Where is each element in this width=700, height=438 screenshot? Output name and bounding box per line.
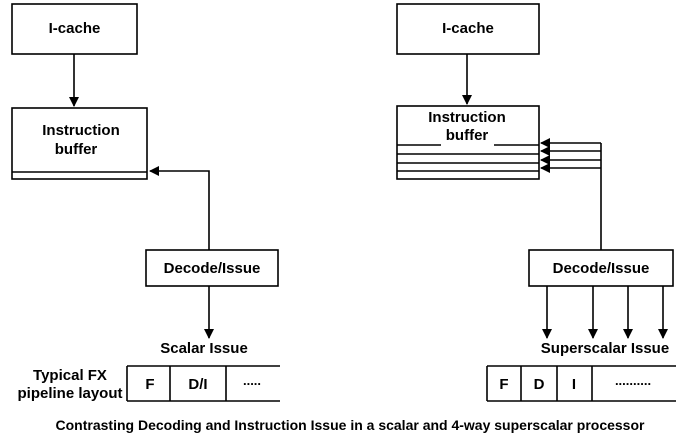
right-decode-issue-label: Decode/Issue [553,260,650,277]
right-buffer-label-line2: buffer [446,127,489,144]
superscalar-diagram: I-cache Instruction buffer Decode/Issue … [396,3,676,402]
right-pipeline-cell-d: D [534,376,545,393]
left-decode-issue-box [145,249,279,287]
right-decode-issue-box [528,249,674,287]
pipeline-caption-line1: Typical FX [33,367,107,384]
left-decode-to-buffer-arrow [149,166,210,250]
left-icache-box [11,3,138,55]
right-pipeline-cell-i: I [572,376,576,393]
left-buffer-label-line1: Instruction [42,122,120,139]
left-instruction-buffer-box [11,107,148,180]
right-issue-label: Superscalar Issue [541,340,669,357]
right-instruction-buffer-box [396,105,540,180]
left-pipeline-cell-ellipsis: ..... [243,373,261,388]
right-pipeline-cell-f: F [499,376,508,393]
left-icache-label: I-cache [49,20,101,37]
left-issue-label: Scalar Issue [160,340,248,357]
left-buffer-label-line2: buffer [55,141,98,158]
left-pipeline-cell-f: F [145,376,154,393]
left-decode-issue-label: Decode/Issue [164,260,261,277]
left-pipeline-cell-di: D/I [188,376,207,393]
scalar-diagram: I-cache Instruction buffer Decode/Issue … [11,3,280,402]
pipeline-caption-line2: pipeline layout [17,385,122,402]
diagram-caption: Contrasting Decoding and Instruction Iss… [56,417,646,433]
right-icache-box [396,3,540,55]
right-icache-label: I-cache [442,20,494,37]
right-pipeline-cell-ellipsis: .......... [615,373,651,388]
right-buffer-label-line1: Instruction [428,109,506,126]
